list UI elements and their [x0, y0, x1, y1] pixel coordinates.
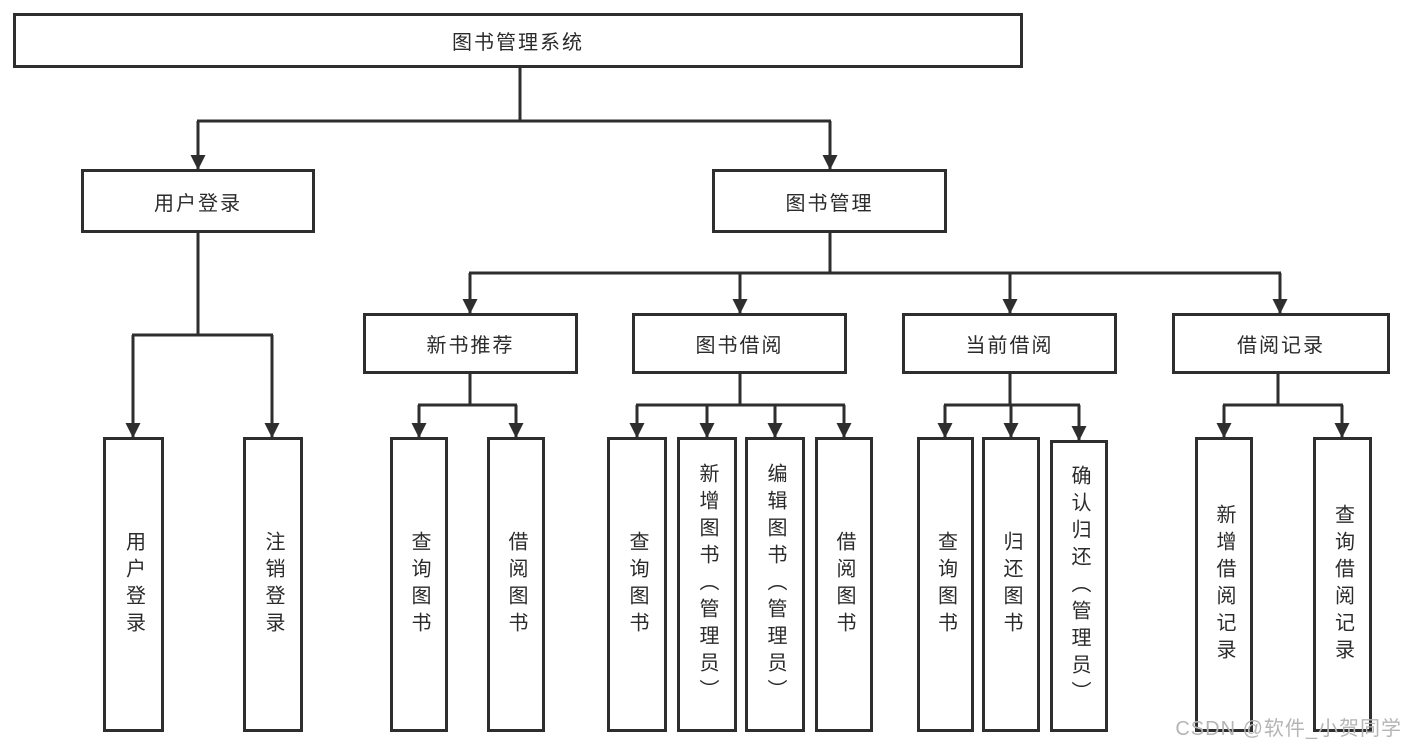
node-label: 借阅图书 [505, 530, 527, 639]
node-label: 新增图书（管理员） [696, 463, 718, 706]
node-label: 查询图书 [408, 530, 430, 639]
node-leaf-query-books-borrowing: 查询图书 [607, 437, 667, 732]
node-leaf-borrow-books-recommend: 借阅图书 [487, 437, 545, 732]
node-label: 当前借阅 [965, 335, 1054, 357]
node-borrowing-records: 借阅记录 [1172, 313, 1390, 374]
node-library-system: 图书管理系统 [13, 13, 1023, 68]
node-leaf-logout: 注销登录 [243, 437, 303, 732]
node-label: 图书管理 [785, 192, 874, 215]
node-current-borrowing: 当前借阅 [902, 313, 1117, 374]
tree-edges [132, 68, 1343, 407]
node-leaf-edit-books-admin: 编辑图书（管理员） [745, 437, 805, 732]
node-label: 新书推荐 [426, 335, 515, 357]
node-label: 确认归还（管理员） [1068, 464, 1090, 708]
node-leaf-query-borrow-record: 查询借阅记录 [1313, 437, 1372, 732]
node-label: 查询图书 [934, 530, 957, 639]
node-label: 归还图书 [1000, 530, 1022, 639]
node-label: 借阅记录 [1237, 335, 1325, 357]
node-leaf-query-books-current: 查询图书 [917, 437, 974, 732]
node-leaf-user-login: 用户登录 [103, 437, 164, 732]
node-leaf-borrow-books: 借阅图书 [815, 437, 873, 732]
node-label: 借阅图书 [833, 530, 855, 639]
node-label: 编辑图书（管理员） [764, 463, 786, 706]
node-label: 查询借阅记录 [1331, 503, 1354, 666]
node-leaf-confirm-return-admin: 确认归还（管理员） [1050, 440, 1108, 732]
node-leaf-add-books-admin: 新增图书（管理员） [677, 437, 737, 732]
node-book-management: 图书管理 [712, 169, 947, 233]
node-label: 新增借阅记录 [1213, 503, 1235, 666]
node-leaf-add-borrow-record: 新增借阅记录 [1195, 437, 1253, 732]
node-leaf-return-books: 归还图书 [982, 437, 1040, 732]
node-label: 查询图书 [626, 530, 648, 639]
node-label: 图书管理系统 [452, 32, 584, 54]
node-label: 用户登录 [154, 192, 242, 215]
node-user-login-branch: 用户登录 [81, 169, 315, 233]
node-label: 注销登录 [262, 530, 284, 639]
node-label: 用户登录 [122, 530, 145, 639]
node-new-book-recommend: 新书推荐 [363, 313, 578, 374]
node-book-borrowing: 图书借阅 [632, 313, 847, 374]
node-label: 图书借阅 [695, 335, 784, 357]
node-leaf-query-books-recommend: 查询图书 [390, 437, 448, 732]
csdn-watermark: CSDN @软件_小贺同学 [1175, 718, 1402, 740]
